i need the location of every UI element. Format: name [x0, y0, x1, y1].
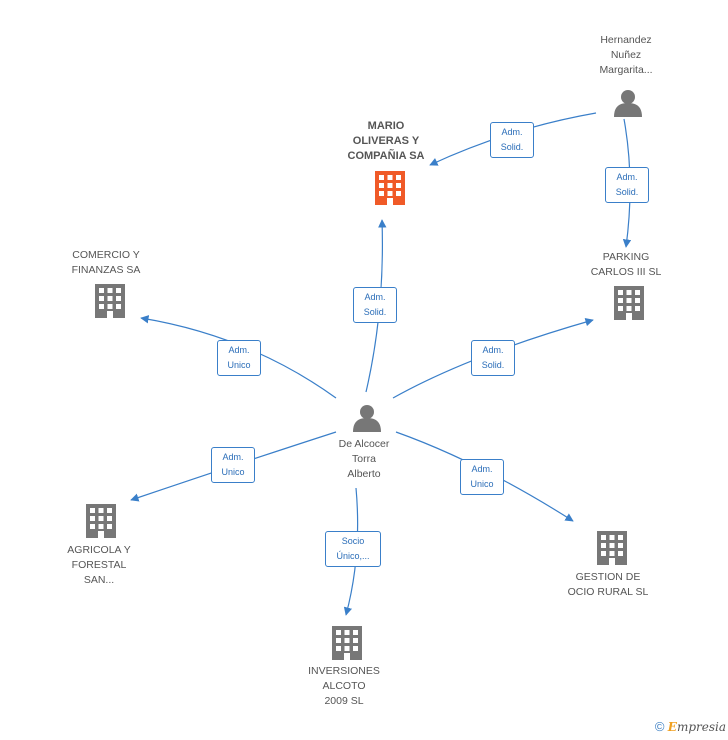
node-label-comercio[interactable]: COMERCIO Y FINANZAS SA: [71, 249, 141, 276]
edge-label-alcocer-agricola: Adm. Unico: [211, 447, 255, 483]
person-icon-hernandez[interactable]: [614, 90, 642, 117]
node-label-agricola[interactable]: AGRICOLA Y FORESTAL SAN...: [67, 544, 131, 586]
building-icon-mario[interactable]: [375, 171, 405, 205]
building-icon-inversiones[interactable]: [332, 626, 362, 660]
building-icon-agricola[interactable]: [86, 504, 116, 538]
person-icon-alcocer[interactable]: [353, 405, 381, 432]
footer-brand: © Empresia: [655, 719, 726, 734]
brand-initial: E: [667, 720, 677, 734]
edge-label-alcocer-mario: Adm. Solid.: [353, 287, 397, 323]
edge-label-alcocer-inversiones: Socio Único,...: [325, 531, 381, 567]
edge-label-alcocer-comercio: Adm. Unico: [217, 340, 261, 376]
copyright-icon: ©: [654, 719, 665, 734]
brand-rest: mpresia: [676, 720, 726, 734]
edge-label-alcocer-gestion: Adm. Unico: [460, 459, 504, 495]
node-label-mario[interactable]: MARIO OLIVERAS Y COMPAÑIA SA: [347, 120, 425, 162]
node-label-hernandez[interactable]: Hernandez Nuñez Margarita...: [599, 34, 653, 76]
building-icon-comercio[interactable]: [95, 284, 125, 318]
edge-label-hernandez-mario: Adm. Solid.: [490, 122, 534, 158]
edge-label-alcocer-parking: Adm. Solid.: [471, 340, 515, 376]
edge-label-hernandez-parking: Adm. Solid.: [605, 167, 649, 203]
node-label-alcocer[interactable]: De Alcocer Torra Alberto: [338, 438, 390, 480]
node-label-parking[interactable]: PARKING CARLOS III SL: [590, 251, 662, 278]
node-label-gestion[interactable]: GESTION DE OCIO RURAL SL: [567, 571, 649, 598]
empresia-logo[interactable]: Empresia: [668, 720, 726, 734]
building-icon-parking[interactable]: [614, 286, 644, 320]
node-label-inversiones[interactable]: INVERSIONES ALCOTO 2009 SL: [308, 665, 380, 707]
building-icon-gestion[interactable]: [597, 531, 627, 565]
